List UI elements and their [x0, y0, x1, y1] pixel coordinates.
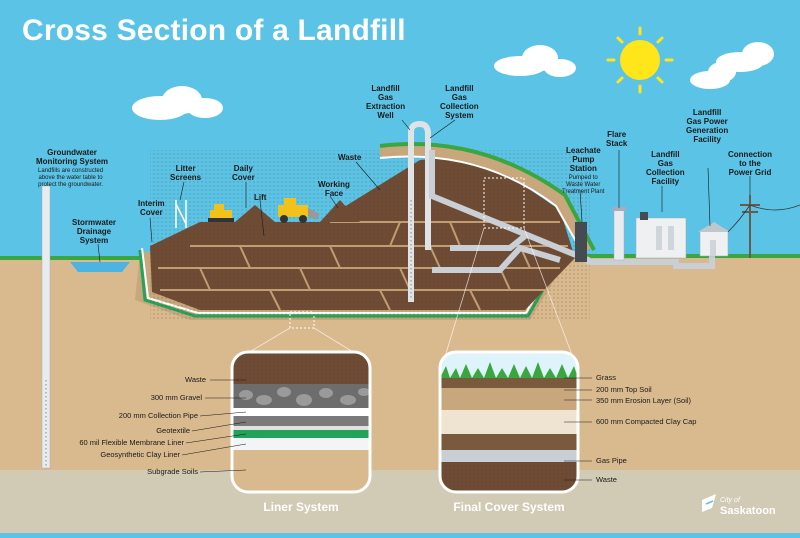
- city-logo-icon: [702, 494, 716, 512]
- label-power-grid: Connection to the Power Grid: [728, 150, 772, 177]
- liner-layer-label: Waste: [185, 375, 206, 384]
- label-flare-stack: Flare Stack: [606, 130, 628, 148]
- liner-layer-label: Subgrade Soils: [147, 467, 198, 476]
- label-daily-cover: Daily Cover: [232, 164, 255, 182]
- cover-layer-label: Waste: [596, 475, 617, 484]
- label-gas-collection-system: Landfill Gas Collection System: [440, 84, 479, 120]
- liner-layer-label: Geotextile: [156, 426, 190, 435]
- liner-detail: [232, 352, 370, 492]
- power-generation-facility: [698, 222, 730, 257]
- liner-layer-label: 300 mm Gravel: [150, 393, 202, 402]
- page-title: Cross Section of a Landfill: [22, 14, 406, 47]
- label-interim-cover: Interim Cover: [138, 199, 165, 217]
- working-face: [235, 200, 360, 222]
- cover-callout-box: [483, 177, 525, 229]
- cover-layer-label: 600 mm Compacted Clay Cap: [596, 417, 697, 426]
- flare-stack: [613, 209, 625, 261]
- label-power-facility: Landfill Gas Power Generation Facility: [686, 108, 729, 144]
- liner-layer-label: 60 mil Flexible Membrane Liner: [79, 438, 184, 447]
- liner-layer-label: 200 mm Collection Pipe: [118, 411, 198, 420]
- label-litter-screens: Litter Screens: [170, 164, 202, 182]
- cover-layer-label: Gas Pipe: [596, 456, 627, 465]
- label-stormwater: Stormwater Drainage System: [72, 218, 117, 245]
- stormwater-pond: [70, 262, 130, 272]
- label-gas-extraction-well: Landfill Gas Extraction Well: [366, 84, 406, 120]
- brand-name: Saskatoon: [720, 505, 776, 517]
- liner-layer-label: Geosynthetic Clay Liner: [100, 450, 180, 459]
- label-lift: Lift: [254, 193, 267, 202]
- cover-layer-label: 200 mm Top Soil: [596, 385, 652, 394]
- cover-layer-label: 350 mm Erosion Layer (Soil): [596, 396, 692, 405]
- groundwater-monitoring-well: [41, 185, 51, 469]
- cloud-icon: [690, 42, 774, 89]
- note-leachate: Pumped to Waste Water Treatment Plant: [562, 175, 605, 195]
- leachate-pump-station: [575, 222, 587, 262]
- brand-prefix: City of: [720, 497, 740, 504]
- cloud-icon: [132, 86, 223, 120]
- label-working-face: Working Face: [318, 180, 350, 198]
- city-brand: City of Saskatoon: [720, 496, 776, 517]
- bulldozer-icon: [208, 204, 234, 222]
- sun-icon: [606, 26, 674, 94]
- cover-layer-label: Grass: [596, 373, 617, 382]
- label-leader-lines: [97, 119, 751, 263]
- note-groundwater: Landfills are constructed above the wate…: [38, 168, 104, 188]
- cover-leader-lines: [564, 377, 592, 481]
- loader-icon: [278, 198, 320, 223]
- liner-detail-frame: [230, 350, 372, 494]
- liner-callout-box: [289, 311, 315, 329]
- gas-collection-facility: [635, 212, 687, 259]
- label-groundwater-monitoring: Groundwater Monitoring System: [36, 148, 109, 166]
- cover-detail: [440, 352, 578, 492]
- liner-system-caption: Liner System: [263, 500, 339, 514]
- litter-screen-icon: [175, 200, 187, 228]
- water-table: [0, 470, 800, 533]
- label-leachate-station: Leachate Pump Station: [566, 146, 601, 173]
- gas-extraction-well: [408, 120, 431, 302]
- cover-system-caption: Final Cover System: [453, 500, 565, 514]
- cloud-icon: [494, 45, 576, 77]
- label-gas-collection-facility: Landfill Gas Collection Facility: [646, 150, 685, 186]
- final-cover: [379, 144, 594, 253]
- label-waste: Waste: [338, 153, 362, 162]
- liner-leader-lines: [181, 379, 247, 473]
